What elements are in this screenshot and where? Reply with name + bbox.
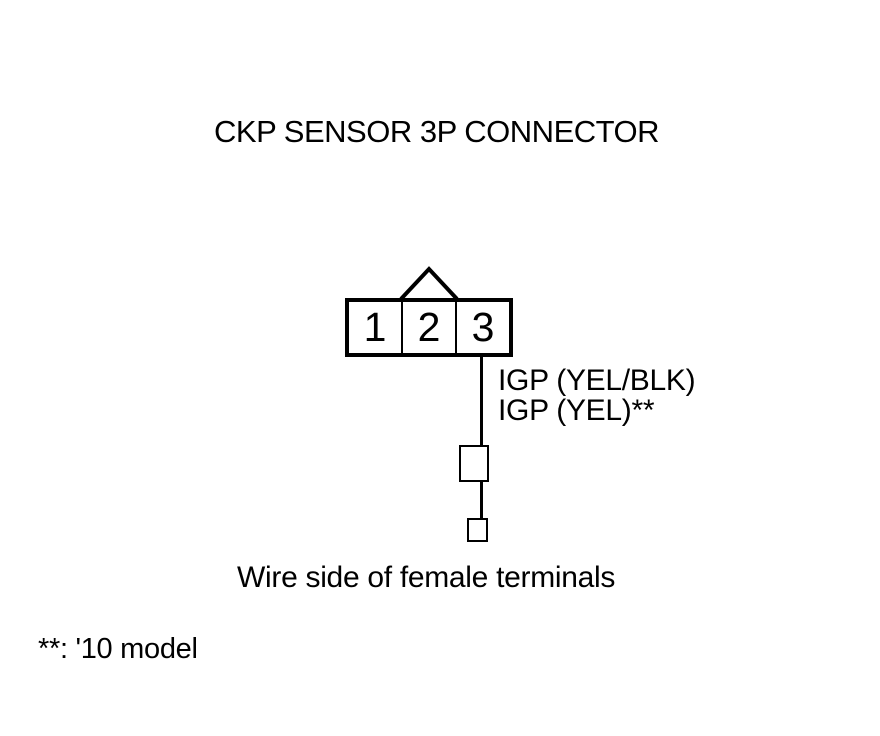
- pin-cell-2: 2: [401, 302, 457, 353]
- diagram-title: CKP SENSOR 3P CONNECTOR: [214, 114, 660, 149]
- wire-label-line-1: IGP (YEL/BLK): [498, 364, 696, 397]
- wire-label-line-2: IGP (YEL)**: [498, 393, 655, 427]
- diagram-caption: Wire side of female terminals: [237, 561, 616, 594]
- connector-lock-tab-icon: [399, 266, 459, 301]
- wire-label-group: IGP (YEL/BLK) IGP (YEL)**: [498, 364, 696, 427]
- terminal-box-small: [467, 518, 488, 542]
- pin-cell-3: 3: [471, 304, 495, 350]
- pin-cell-1: 1: [363, 304, 387, 350]
- wire-pin3-segment-1: [480, 355, 483, 446]
- wire-pin3-segment-2: [480, 479, 483, 520]
- terminal-box-large: [459, 445, 489, 482]
- connector-body: 1 2 3: [345, 298, 513, 357]
- diagram-footnote: **: '10 model: [38, 633, 198, 665]
